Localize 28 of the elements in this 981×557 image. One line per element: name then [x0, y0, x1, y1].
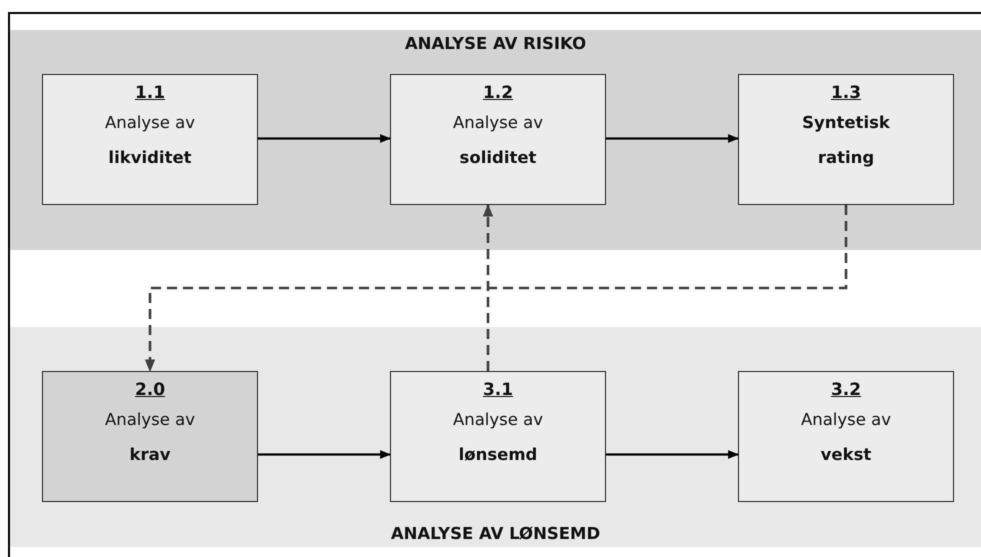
- step-number: 2.0: [134, 380, 166, 400]
- step-number: 1.2: [482, 83, 514, 103]
- arrow: [258, 450, 392, 459]
- section-band: [10, 327, 981, 547]
- step-number: 1.3: [830, 83, 862, 103]
- arrow: [258, 134, 392, 143]
- process-box: [42, 74, 258, 205]
- process-box: [738, 74, 954, 205]
- process-box: [390, 371, 606, 502]
- section-heading: ANALYSE AV LØNSEMD: [390, 524, 600, 543]
- arrow: [606, 134, 740, 143]
- section-heading: ANALYSE AV RISIKO: [404, 34, 586, 53]
- process-box: [42, 371, 258, 502]
- step-number: 1.1: [134, 83, 166, 103]
- step-label: Analyse av krav: [104, 409, 196, 466]
- step-label: Analyse av likviditet: [104, 112, 196, 169]
- arrow: [482, 204, 494, 371]
- step-number: 3.1: [482, 380, 514, 400]
- step-label: Syntetisk rating: [801, 112, 891, 169]
- step-label: Analyse av lønsemd: [452, 409, 544, 466]
- process-box: [738, 371, 954, 502]
- step-label: Analyse av vekst: [800, 409, 892, 466]
- process-box: [390, 74, 606, 205]
- step-label: Analyse av soliditet: [452, 112, 544, 169]
- step-number: 3.2: [830, 380, 862, 400]
- arrow: [144, 205, 848, 372]
- arrow: [606, 450, 740, 459]
- section-band: [10, 30, 981, 250]
